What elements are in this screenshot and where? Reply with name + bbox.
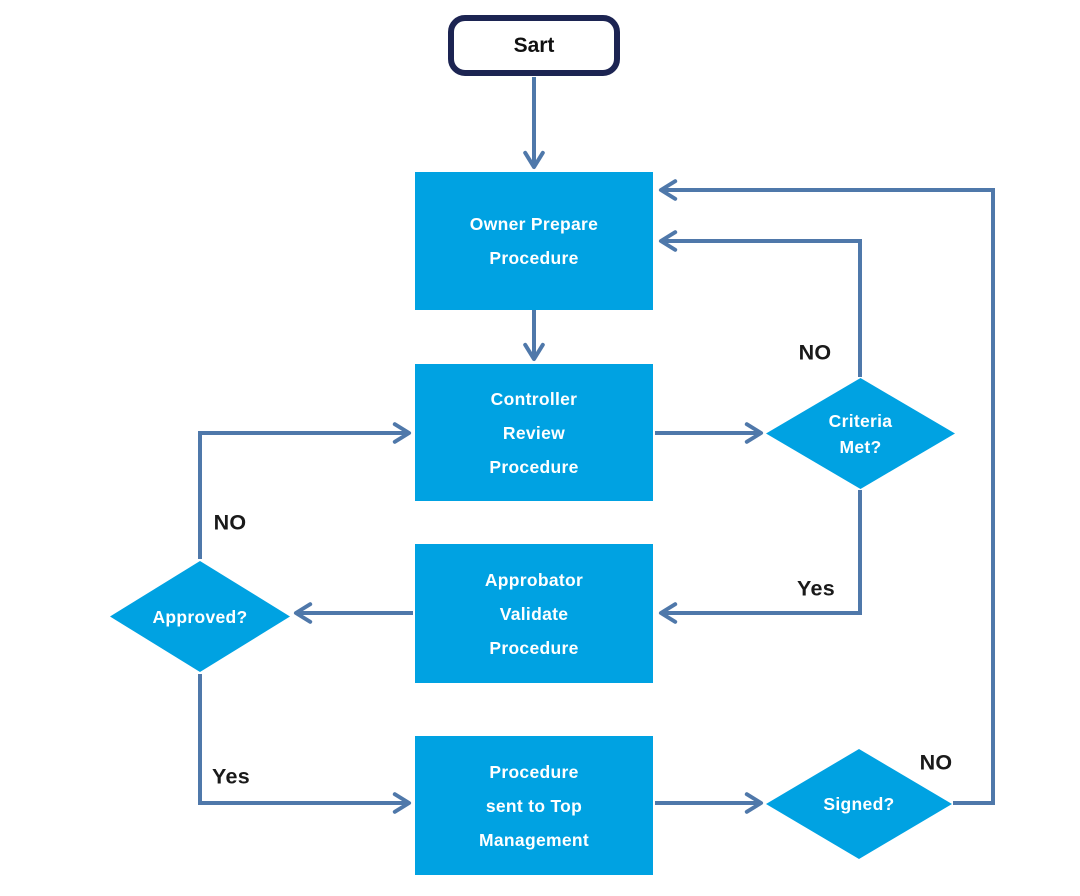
connector-criteria-no-to-owner <box>658 230 862 377</box>
connector-approved-yes-to-topmgmt <box>198 674 412 814</box>
decision-approved-label: Approved? <box>152 606 248 627</box>
node-approbator-label: Approbator Validate Procedure <box>485 563 583 665</box>
node-label-line: Owner Prepare <box>469 214 599 234</box>
node-label-line: Procedure <box>489 248 579 268</box>
edge-label-criteria-no: NO <box>798 340 832 365</box>
node-label-line: Procedure <box>489 456 579 477</box>
connector-criteria-yes-to-approbator <box>658 490 862 624</box>
connector-approved-no-to-controller <box>198 422 412 559</box>
node-label-line: Criteria <box>828 410 893 431</box>
decision-criteria-label: Criteria Met? <box>829 408 893 460</box>
node-label-line: Approbator <box>484 569 584 590</box>
node-start-label: Sart <box>513 33 555 57</box>
edge-label-signed-no: NO <box>919 750 953 775</box>
node-label-line: Met? <box>839 436 882 457</box>
edge-label-approved-yes: Yes <box>212 764 250 789</box>
node-label-line: Procedure <box>489 761 579 782</box>
edge-label-approved-no: NO <box>213 510 247 535</box>
decision-signed-label: Signed? <box>823 794 895 814</box>
node-controller-label: Controller Review Procedure <box>489 382 578 484</box>
node-procedure-sent-to-top-management: Procedure sent to Top Management <box>415 736 653 875</box>
node-owner-label: Owner Prepare Procedure <box>470 207 598 275</box>
node-label-line: Validate <box>499 603 569 624</box>
node-owner-prepare-procedure: Owner Prepare Procedure <box>415 172 653 310</box>
node-label-line: sent to Top <box>485 795 583 816</box>
node-label-line: Management <box>479 829 589 850</box>
node-controller-review-procedure: Controller Review Procedure <box>415 364 653 501</box>
connector-signed-no-to-owner <box>658 179 995 805</box>
node-label-line: Controller <box>490 388 578 409</box>
node-approbator-validate-procedure: Approbator Validate Procedure <box>415 544 653 683</box>
node-label-line: Review <box>502 422 566 443</box>
node-label-line: Procedure <box>489 637 579 658</box>
node-topmgmt-label: Procedure sent to Top Management <box>479 755 589 857</box>
edge-label-criteria-yes: Yes <box>797 576 835 601</box>
node-start: Sart <box>448 15 620 76</box>
